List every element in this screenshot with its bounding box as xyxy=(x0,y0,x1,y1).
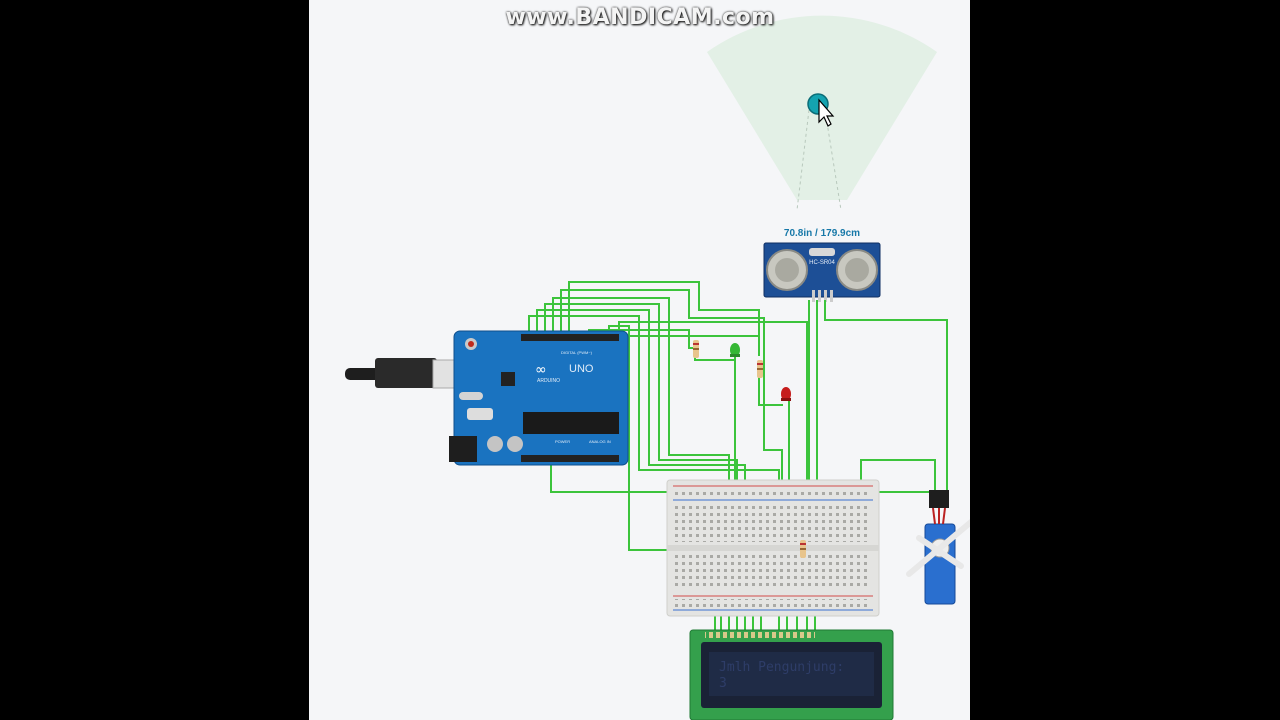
recording-watermark: www.BANDICAM.com xyxy=(505,5,775,30)
servo-motor[interactable] xyxy=(906,490,970,605)
lcd-line-2: 3 xyxy=(719,676,727,691)
resistor[interactable] xyxy=(757,360,763,378)
svg-text:∞: ∞ xyxy=(535,362,547,378)
led-green[interactable] xyxy=(730,343,740,357)
sensor-model-label: HC-SR04 xyxy=(809,260,835,266)
arduino-power-label: POWER xyxy=(555,439,570,444)
resistor[interactable] xyxy=(800,540,806,558)
led-red[interactable] xyxy=(781,387,791,401)
distance-readout: 70.8in / 179.9cm xyxy=(783,228,861,239)
arduino-analog-label: ANALOG IN xyxy=(589,439,611,444)
arduino-brand-label: ARDUINO xyxy=(537,378,560,384)
simulator-canvas[interactable]: HC-SR04 xyxy=(309,0,970,720)
arduino-model-label: UNO xyxy=(569,363,594,375)
lcd-line-1: Jmlh Pengunjung: xyxy=(719,660,845,675)
breadboard[interactable] xyxy=(666,479,880,617)
resistor[interactable] xyxy=(693,340,699,358)
circuit-svg: HC-SR04 xyxy=(345,15,970,720)
lcd-display[interactable] xyxy=(689,629,894,720)
arduino-uno-board[interactable]: ∞ xyxy=(449,330,629,466)
arduino-digital-label: DIGITAL (PWM~) xyxy=(561,350,593,355)
ultrasonic-sensor[interactable] xyxy=(763,242,881,302)
cursor-icon xyxy=(818,98,835,127)
